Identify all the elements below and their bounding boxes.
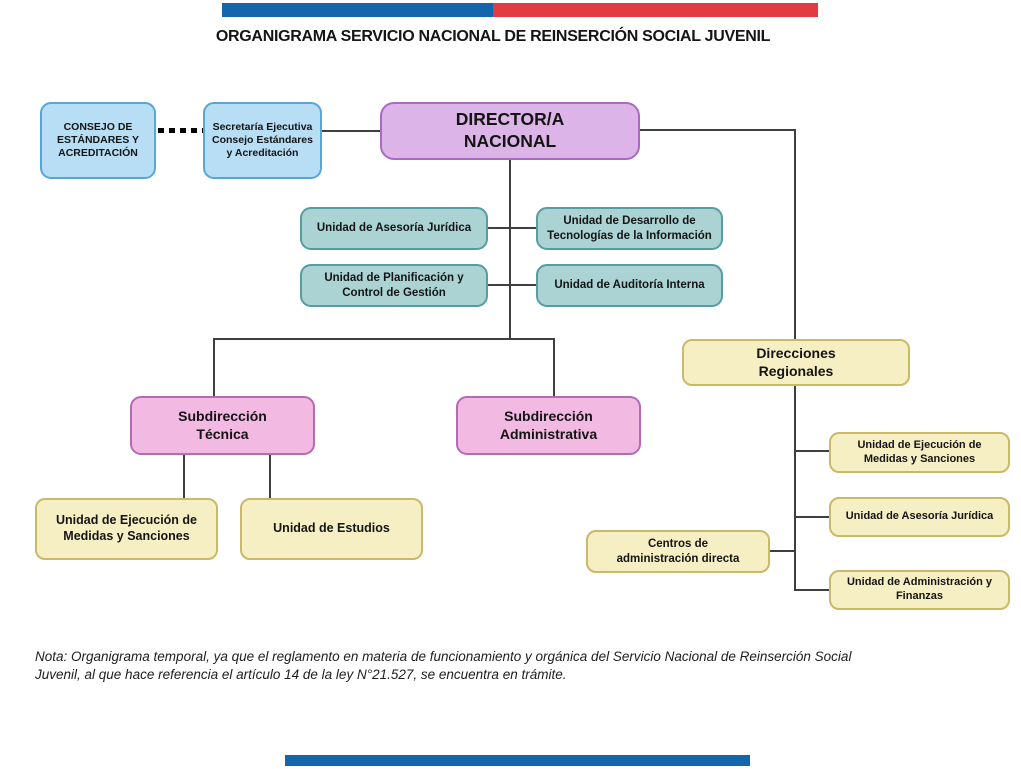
node-secretaria-ejecutiva: Secretaría Ejecutiva Consejo Estándares … <box>203 102 322 179</box>
node-subdireccion-administrativa: Subdirección Administrativa <box>456 396 641 455</box>
connector-tecnica-estudios <box>269 455 271 498</box>
connector-branch-asesoria-der <box>795 516 829 518</box>
connector-director-direcciones <box>794 129 796 339</box>
node-unidad-ejecucion-medidas-derecha: Unidad de Ejecución de Medidas y Sancion… <box>829 432 1010 473</box>
connector-units-row2 <box>488 284 536 286</box>
node-direcciones-regionales: Direcciones Regionales <box>682 339 910 386</box>
connector-direcciones-down <box>794 386 796 591</box>
node-unidad-desarrollo-ti: Unidad de Desarrollo de Tecnologías de l… <box>536 207 723 250</box>
connector-drop-subdireccion-tecnica <box>213 338 215 396</box>
connector-secretaria-director <box>322 130 380 132</box>
footer-bar-blue <box>285 755 750 766</box>
header-bar-blue <box>222 3 493 17</box>
node-unidad-asesoria-juridica-derecha: Unidad de Asesoría Jurídica <box>829 497 1010 537</box>
connector-subdirections-horizontal <box>213 338 555 340</box>
node-unidad-administracion-finanzas: Unidad de Administración y Finanzas <box>829 570 1010 610</box>
node-unidad-ejecucion-medidas-izquierda: Unidad de Ejecución de Medidas y Sancion… <box>35 498 218 560</box>
node-unidad-estudios: Unidad de Estudios <box>240 498 423 560</box>
connector-units-row1 <box>488 227 536 229</box>
node-unidad-planificacion: Unidad de Planificación y Control de Ges… <box>300 264 488 307</box>
connector-branch-centros <box>770 550 795 552</box>
connector-dotted-consejo-secretaria <box>158 128 203 133</box>
node-director-nacional: DIRECTOR/A NACIONAL <box>380 102 640 160</box>
connector-drop-subdireccion-administrativa <box>553 338 555 396</box>
connector-director-right <box>640 129 795 131</box>
node-unidad-asesoria-juridica: Unidad de Asesoría Jurídica <box>300 207 488 250</box>
page-title: ORGANIGRAMA SERVICIO NACIONAL DE REINSER… <box>215 28 771 45</box>
node-centros-administracion-directa: Centros de administración directa <box>586 530 770 573</box>
node-subdireccion-tecnica: Subdirección Técnica <box>130 396 315 455</box>
node-consejo-estandares: CONSEJO DE ESTÁNDARES Y ACREDITACIÓN <box>40 102 156 179</box>
node-unidad-auditoria-interna: Unidad de Auditoría Interna <box>536 264 723 307</box>
connector-director-down <box>509 160 511 338</box>
header-bar-red <box>493 3 818 17</box>
connector-branch-ejecucion-der <box>795 450 829 452</box>
footnote: Nota: Organigrama temporal, ya que el re… <box>35 649 852 682</box>
connector-branch-finanzas <box>795 589 829 591</box>
connector-tecnica-ejecucion <box>183 455 185 498</box>
